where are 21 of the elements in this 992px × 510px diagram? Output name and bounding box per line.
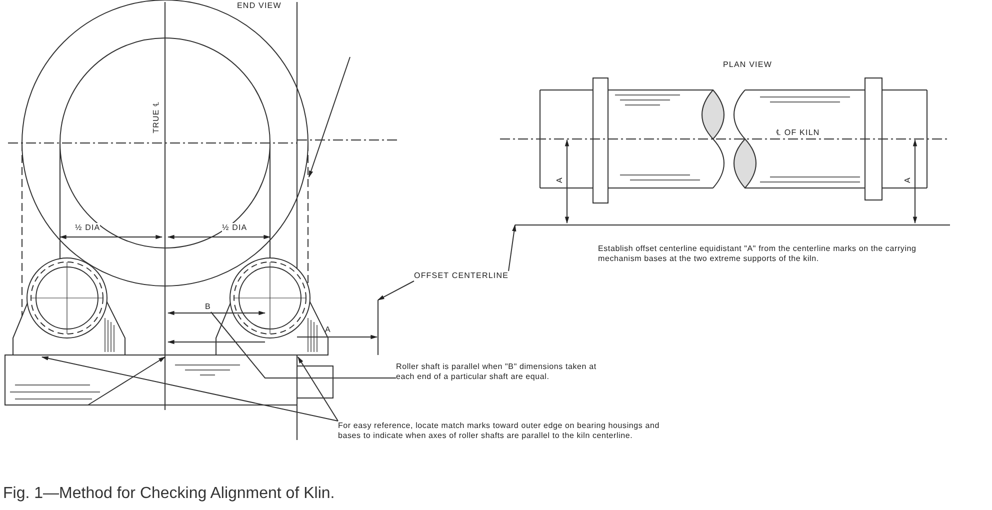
view-title: PLAN VIEW: [723, 60, 772, 70]
note-text: For easy reference, locate match marks toward outer edge on bearing housings and bases to indicate when axes of roller shafts are parallel to the kiln centerline.: [338, 421, 683, 441]
dimension-label: B: [205, 302, 211, 312]
dimension-label: ½ DIA: [75, 223, 100, 233]
leader-line: [210, 312, 396, 378]
leader-line: [508, 224, 516, 272]
view-title: END VIEW: [237, 1, 282, 11]
leader-line: [41, 356, 338, 422]
callout-text: OFFSET CENTERLINE: [414, 271, 509, 281]
figure-caption: Fig. 1—Method for Checking Alignment of Klin.: [3, 484, 335, 504]
centerline-label: TRUE ℄: [151, 100, 162, 134]
note-text: Roller shaft is parallel when "B" dimensions taken at each end of a particular shaft are equal.: [396, 362, 601, 382]
leader-line: [377, 280, 414, 300]
centerline-label: ℄ OF KILN: [776, 128, 820, 138]
leader-line: [298, 356, 338, 422]
dimension-label: A: [325, 325, 331, 335]
note-text: Establish offset centerline equidistant "A" from the centerline marks on the carrying mechanism bases at the two extreme supports of the kiln.: [598, 244, 918, 264]
dimension-label: A: [554, 177, 565, 183]
offset-centerline: [514, 224, 950, 226]
dimension-label: ½ DIA: [222, 223, 248, 233]
dimension-label: A: [902, 177, 913, 183]
